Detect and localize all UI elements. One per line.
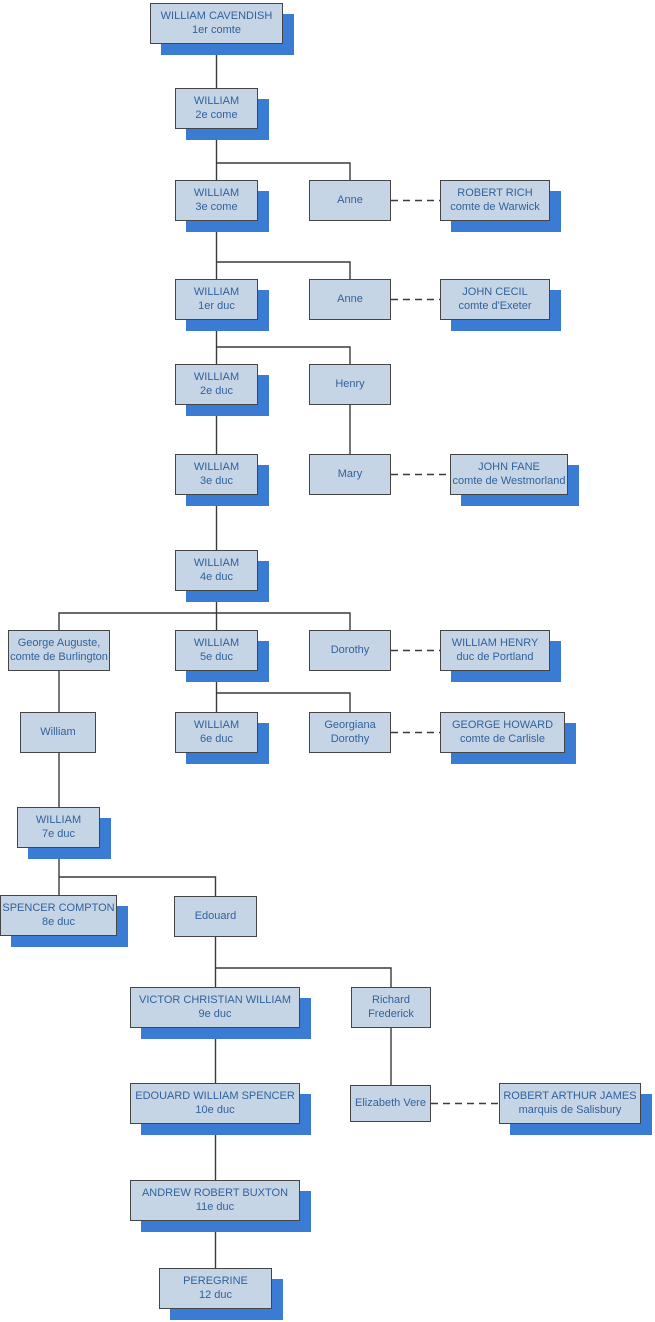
node-secondary-label: 2e come xyxy=(195,109,238,121)
node-secondary-label: 1er comte xyxy=(192,24,241,36)
node-primary-label: George Auguste, xyxy=(17,637,101,650)
node-primary-label: Anne xyxy=(337,194,363,207)
node-anne-warwick[interactable]: Anne xyxy=(309,180,391,221)
node-elizabeth-vere[interactable]: Elizabeth Vere xyxy=(350,1085,431,1122)
node-secondary-label: Dorothy xyxy=(330,733,370,745)
node-primary-label: Richard xyxy=(372,994,410,1007)
node-secondary-label: marquis de Salisbury xyxy=(518,1104,622,1116)
node-primary-label: Mary xyxy=(337,468,363,481)
descent-link xyxy=(216,162,351,180)
node-primary-label: WILLIAM xyxy=(193,286,240,299)
node-dorothy[interactable]: Dorothy xyxy=(309,630,391,671)
node-primary-label: EDOUARD WILLIAM SPENCER xyxy=(135,1090,295,1103)
node-secondary-label: duc de Portland xyxy=(456,651,534,663)
node-primary-label: PEREGRINE xyxy=(183,1275,248,1288)
node-primary-label: SPENCER COMPTON xyxy=(2,902,115,915)
node-secondary-label: 3e duc xyxy=(199,475,234,487)
node-primary-label: Anne xyxy=(337,293,363,306)
node-primary-label: JOHN CECIL xyxy=(462,286,528,299)
node-edouard[interactable]: Edouard xyxy=(174,896,257,937)
node-secondary-label: 7e duc xyxy=(41,828,76,840)
node-william-burlington-son[interactable]: William xyxy=(20,712,96,753)
node-primary-label: WILLIAM xyxy=(193,95,240,108)
descent-link xyxy=(216,261,351,279)
node-primary-label: WILLIAM xyxy=(193,719,240,732)
node-henry[interactable]: Henry xyxy=(309,364,391,405)
descent-link xyxy=(216,612,351,630)
node-primary-label: Dorothy xyxy=(330,644,370,657)
node-secondary-label: 3e come xyxy=(195,201,238,213)
node-george-auguste-burlington[interactable]: George Auguste,comte de Burlington xyxy=(8,630,110,671)
node-primary-label: Edouard xyxy=(194,910,237,923)
descent-link xyxy=(216,346,351,364)
descent-link xyxy=(58,612,217,630)
node-secondary-label: 11e duc xyxy=(195,1201,235,1213)
node-secondary-label: 10e duc xyxy=(195,1104,235,1116)
node-secondary-label: 4e duc xyxy=(199,571,234,583)
node-secondary-label: Frederick xyxy=(368,1008,414,1020)
node-primary-label: WILLIAM xyxy=(193,637,240,650)
node-mary[interactable]: Mary xyxy=(309,454,391,495)
node-primary-label: WILLIAM xyxy=(193,557,240,570)
node-primary-label: ANDREW ROBERT BUXTON xyxy=(141,1187,289,1200)
node-primary-label: Georgiana xyxy=(324,719,376,732)
node-secondary-label: comte de Carlisle xyxy=(460,733,545,745)
node-primary-label: ROBERT ARTHUR JAMES xyxy=(503,1090,637,1103)
node-primary-label: Elizabeth Vere xyxy=(355,1097,426,1110)
node-primary-label: WILLIAM CAVENDISH xyxy=(160,10,273,23)
node-anne-exeter[interactable]: Anne xyxy=(309,279,391,320)
node-secondary-label: 6e duc xyxy=(199,733,234,745)
node-secondary-label: comte d'Exeter xyxy=(458,300,532,312)
node-secondary-label: 8e duc xyxy=(41,916,76,928)
node-secondary-label: 2e duc xyxy=(199,385,234,397)
node-primary-label: JOHN FANE xyxy=(478,461,540,474)
node-secondary-label: comte de Burlington xyxy=(10,651,108,663)
node-secondary-label: 9e duc xyxy=(198,1008,232,1020)
node-primary-label: GEORGE HOWARD xyxy=(451,719,554,732)
node-secondary-label: 1er duc xyxy=(198,300,235,312)
node-secondary-label: comte de Westmorland xyxy=(452,475,566,487)
node-primary-label: William xyxy=(40,726,76,739)
node-secondary-label: comte de Warwick xyxy=(450,201,540,213)
node-primary-label: VICTOR CHRISTIAN WILLIAM xyxy=(139,994,291,1007)
node-primary-label: WILLIAM xyxy=(193,371,240,384)
node-secondary-label: 5e duc xyxy=(199,651,234,663)
descent-link xyxy=(216,692,351,712)
node-primary-label: WILLIAM xyxy=(35,814,82,827)
node-primary-label: WILLIAM xyxy=(193,461,240,474)
node-primary-label: Henry xyxy=(335,378,365,391)
node-primary-label: ROBERT RICH xyxy=(457,187,533,200)
descent-link xyxy=(215,967,392,987)
descent-link xyxy=(59,876,217,896)
node-secondary-label: 12 duc xyxy=(198,1289,233,1301)
node-primary-label: WILLIAM xyxy=(193,187,240,200)
node-primary-label: WILLIAM HENRY xyxy=(451,637,539,650)
